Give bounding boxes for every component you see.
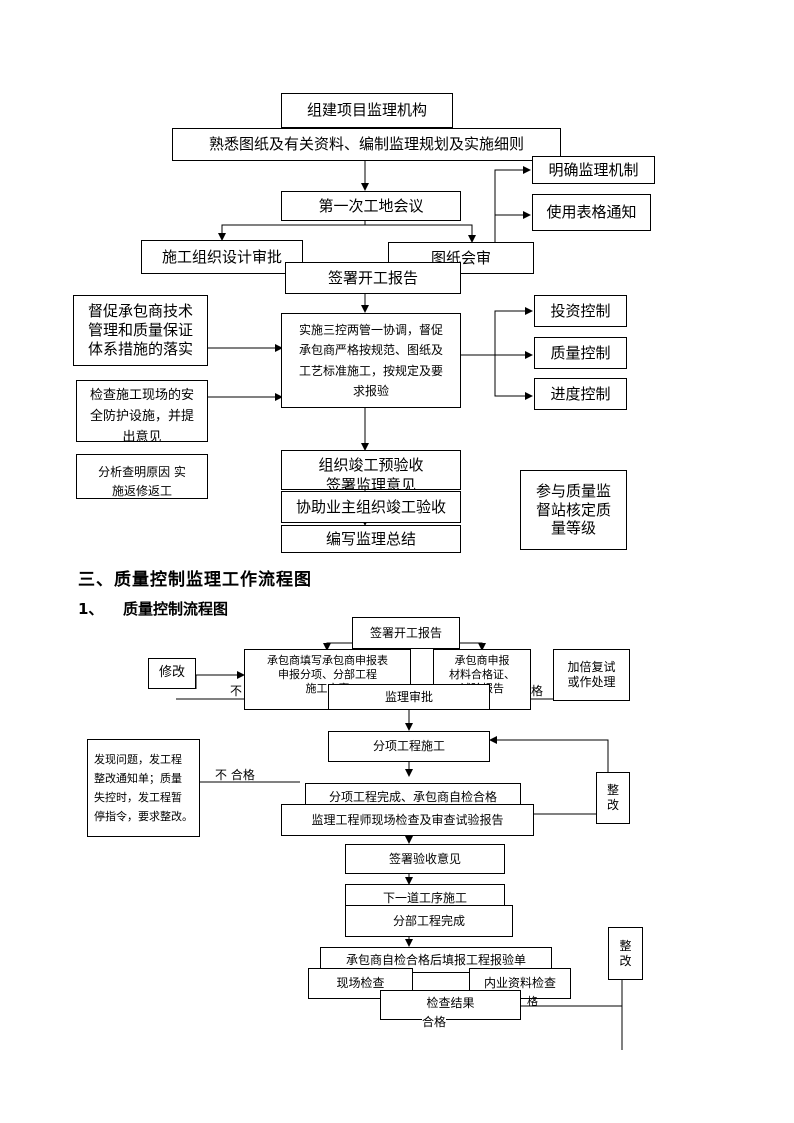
subitem-construction-box: 分项工程施工 bbox=[328, 731, 490, 762]
supervise-contractor-box: 督促承包商技术 管理和质量保证 体系措施的落实 bbox=[73, 295, 208, 366]
construction-design-review-box: 施工组织设计审批 bbox=[141, 240, 303, 274]
unqualified-left-label: 不 bbox=[230, 684, 243, 698]
subitem-construction-label: 分项工程施工 bbox=[372, 739, 445, 753]
connector bbox=[494, 355, 533, 400]
quality-control-label: 质量控制 bbox=[550, 343, 611, 362]
analyze-cause-box: 分析查明原因 实 施返修返工 bbox=[76, 454, 208, 499]
sign-start-report2-label: 签署开工报告 bbox=[369, 625, 442, 640]
found-problem-box: 发现问题，发工程 整改通知单；质量 失控时，发工程暂 停指令，要求整改。 bbox=[87, 739, 200, 837]
organize-box: 组建项目监理机构 bbox=[281, 93, 453, 128]
qualified-label: 合格 bbox=[422, 1013, 447, 1030]
quality-station-box: 参与质量监 督站核定质 量等级 bbox=[520, 470, 627, 550]
connector bbox=[494, 307, 533, 355]
self-check-fill-box: 承包商自检合格后填报工程报验单 bbox=[320, 947, 552, 973]
connector bbox=[494, 166, 531, 242]
division-complete-box: 分部工程完成 bbox=[345, 905, 513, 937]
investment-control-box: 投资控制 bbox=[534, 295, 627, 327]
supervise-contractor-label: 督促承包商技术 管理和质量保证 体系措施的落实 bbox=[87, 302, 193, 358]
connector bbox=[323, 642, 352, 651]
engineer-check-label: 监理工程师现场检查及审查试验报告 bbox=[311, 812, 504, 827]
site-check-box: 现场检查 bbox=[308, 968, 413, 999]
sign-start-report-label: 签署开工报告 bbox=[327, 268, 418, 287]
familiarize-label: 熟悉图纸及有关资料、编制监理规划及实施细则 bbox=[208, 135, 524, 154]
connector bbox=[365, 224, 476, 243]
found-problem-label: 发现问题，发工程 整改通知单；质量 失控时，发工程暂 停指令，要求整改。 bbox=[94, 752, 193, 824]
first-meeting-label: 第一次工地会议 bbox=[318, 196, 424, 215]
supervision-approval-label: 监理审批 bbox=[384, 689, 433, 704]
qualified-mark-label: 格 bbox=[527, 995, 538, 1008]
rectify1-label: 整 改 bbox=[606, 783, 619, 812]
use-forms-label: 使用表格通知 bbox=[546, 203, 637, 222]
section-title: 三、质量控制监理工作流程图 bbox=[78, 570, 312, 590]
quality-station-label: 参与质量监 督站核定质 量等级 bbox=[535, 481, 611, 538]
first-meeting-box: 第一次工地会议 bbox=[281, 191, 461, 221]
connector bbox=[195, 671, 245, 689]
analyze-cause-label: 分析查明原因 实 施返修返工 bbox=[98, 465, 186, 499]
familiarize-box: 熟悉图纸及有关资料、编制监理规划及实施细则 bbox=[172, 128, 561, 161]
supervision-approval-box: 监理审批 bbox=[328, 684, 490, 710]
three-control-box: 实施三控两管一协调，督促 承包商严格按规范、图纸及 工艺标准施工，按规定及要 求… bbox=[281, 313, 461, 408]
site-check-label: 现场检查 bbox=[336, 976, 385, 990]
rectify2-label: 整 改 bbox=[619, 938, 632, 968]
assist-owner-box: 协助业主组织竣工验收 bbox=[281, 491, 461, 523]
check-safety-box: 检查施工现场的安 全防护设施，并提 出意见 bbox=[76, 380, 208, 442]
subsection-number: 1、 bbox=[78, 600, 104, 618]
pre-acceptance-box: 组织竣工预验收 签署监理意见 bbox=[281, 450, 461, 490]
modify-box: 修改 bbox=[148, 658, 196, 689]
unqualified-right-label: 格 bbox=[531, 684, 544, 698]
three-control-label: 实施三控两管一协调，督促 承包商严格按规范、图纸及 工艺标准施工，按规定及要 求… bbox=[298, 322, 443, 398]
assist-owner-label: 协助业主组织竣工验收 bbox=[295, 497, 446, 516]
retest-box: 加倍复试 或作处理 bbox=[553, 649, 630, 701]
modify-label: 修改 bbox=[158, 665, 185, 681]
write-summary-box: 编写监理总结 bbox=[281, 525, 461, 553]
connector bbox=[489, 736, 609, 772]
progress-control-label: 进度控制 bbox=[550, 384, 611, 403]
construction-design-review-label: 施工组织设计审批 bbox=[161, 247, 282, 266]
progress-control-box: 进度控制 bbox=[534, 378, 627, 410]
clarify-org-box: 明确监理机制 bbox=[532, 156, 655, 184]
pre-acceptance-label: 组织竣工预验收 签署监理意见 bbox=[318, 456, 424, 490]
check-result-box: 检查结果 bbox=[380, 990, 521, 1020]
subsection-title: 质量控制流程图 bbox=[123, 600, 229, 618]
division-complete-label: 分部工程完成 bbox=[392, 913, 465, 928]
sign-start-report-box: 签署开工报告 bbox=[285, 262, 461, 294]
rectify2-box: 整 改 bbox=[608, 927, 643, 980]
quality-control-box: 质量控制 bbox=[534, 337, 627, 369]
clarify-org-label: 明确监理机制 bbox=[548, 160, 639, 179]
check-safety-label: 检查施工现场的安 全防护设施，并提 出意见 bbox=[89, 388, 194, 442]
rectify1-box: 整 改 bbox=[596, 772, 630, 824]
investment-control-label: 投资控制 bbox=[550, 301, 611, 320]
write-summary-label: 编写监理总结 bbox=[325, 529, 416, 548]
next-process-label: 下一道工序施工 bbox=[382, 890, 467, 905]
organize-label: 组建项目监理机构 bbox=[306, 101, 427, 120]
sign-start-report2-box: 签署开工报告 bbox=[352, 617, 460, 649]
connector bbox=[218, 220, 366, 241]
subitem-complete-label: 分项工程完成、承包商自检合格 bbox=[328, 789, 497, 804]
check-result-label: 检查结果 bbox=[426, 996, 475, 1010]
retest-label: 加倍复试 或作处理 bbox=[567, 660, 616, 689]
unqualified-mid-label: 不 合格 bbox=[215, 768, 255, 782]
use-forms-box: 使用表格通知 bbox=[532, 194, 651, 231]
engineer-check-box: 监理工程师现场检查及审查试验报告 bbox=[281, 804, 534, 836]
sign-acceptance-label: 签署验收意见 bbox=[388, 851, 461, 866]
connector bbox=[460, 642, 486, 651]
sign-acceptance-box: 签署验收意见 bbox=[345, 844, 505, 874]
self-check-fill-label: 承包商自检合格后填报工程报验单 bbox=[345, 952, 526, 967]
internal-check-label: 内业资料检查 bbox=[483, 976, 556, 990]
